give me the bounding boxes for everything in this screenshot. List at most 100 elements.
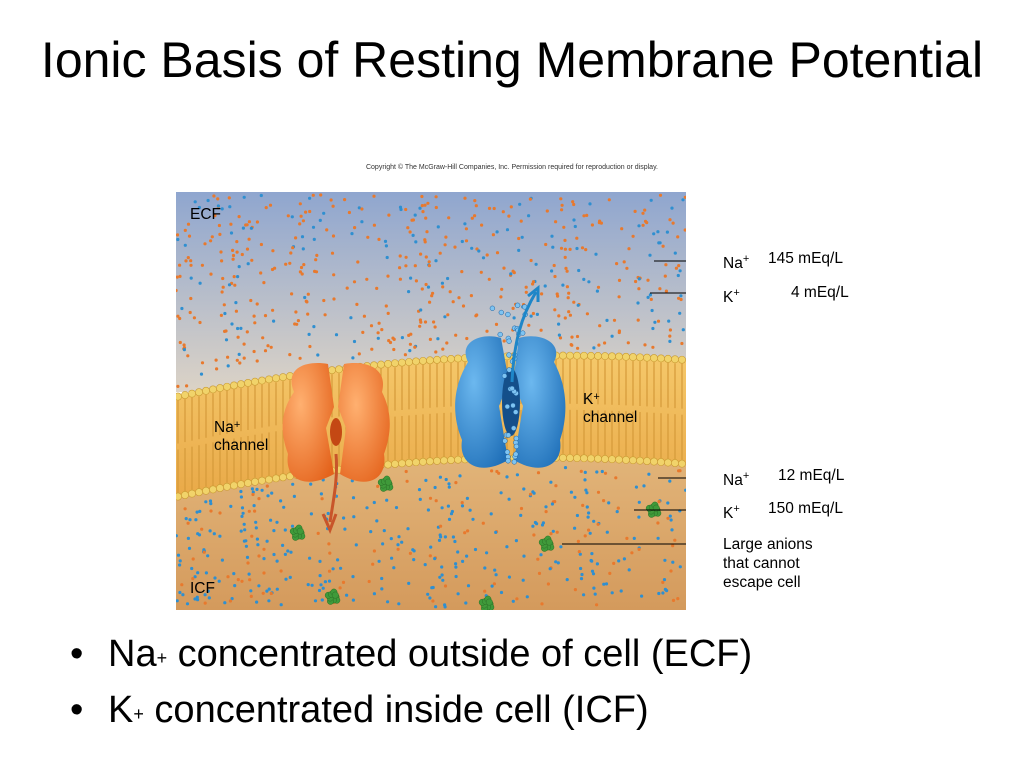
k-ion	[226, 364, 230, 368]
na-ion	[271, 308, 275, 312]
k-ion	[673, 251, 677, 255]
k-ion	[584, 488, 588, 492]
k-ion	[550, 234, 554, 238]
lipid-head	[279, 373, 287, 382]
k-ion	[440, 573, 444, 577]
na-ion	[509, 205, 513, 209]
lipid-head	[419, 356, 427, 365]
na-ion	[430, 294, 434, 298]
k-ion	[648, 253, 652, 257]
k-ion	[267, 599, 271, 603]
k-ion	[272, 552, 276, 557]
na-ion	[536, 557, 540, 561]
k-ion	[284, 577, 288, 581]
na-ion	[423, 240, 427, 244]
na-ion	[341, 580, 346, 584]
k-ion	[569, 490, 573, 494]
na-ion	[396, 547, 400, 551]
na-ion	[666, 516, 670, 520]
lipid-head	[391, 359, 399, 368]
na-ion	[404, 255, 408, 259]
na-ion	[560, 208, 564, 212]
lipid-head	[398, 358, 406, 367]
na-ion	[323, 313, 327, 317]
na-ion	[176, 288, 178, 293]
na-ion	[671, 544, 675, 548]
na-ion	[209, 272, 213, 276]
na-ion	[434, 195, 438, 199]
na-ion	[306, 312, 310, 316]
k-ion	[317, 588, 322, 593]
na-ion	[637, 547, 641, 551]
k-ion	[605, 530, 609, 534]
na-ion	[490, 469, 494, 473]
k-ion	[551, 529, 555, 533]
k-ion	[594, 252, 598, 256]
lipid-head	[426, 457, 434, 466]
k-ion	[520, 330, 526, 336]
k-ion	[588, 202, 592, 206]
k-ion	[176, 534, 178, 538]
lipid-head	[608, 352, 616, 361]
k-ion	[309, 482, 313, 486]
k-ion	[477, 249, 481, 253]
na-ion	[596, 490, 601, 494]
na-ion	[448, 290, 452, 294]
na-ion	[247, 220, 251, 224]
k-ion	[529, 314, 533, 318]
k-ion	[323, 580, 327, 584]
na-ion	[428, 300, 432, 304]
k-ion	[385, 255, 389, 260]
na-ion	[247, 509, 251, 513]
k-ion	[241, 226, 245, 230]
k-ion	[400, 540, 404, 544]
k-ion	[507, 575, 511, 579]
na-ion	[245, 330, 249, 334]
na-ion	[583, 534, 587, 538]
na-ion	[620, 227, 624, 231]
na-ion	[454, 481, 458, 485]
k-ion	[615, 510, 619, 514]
na-ion	[347, 210, 351, 215]
na-ion	[434, 499, 438, 503]
na-ion	[178, 263, 182, 267]
k-ion	[282, 505, 286, 509]
k-ion	[473, 547, 478, 552]
na-ion	[189, 263, 193, 267]
lipid-head	[237, 480, 245, 489]
k-ion	[212, 532, 216, 536]
na-ion	[424, 216, 428, 220]
k-ion	[522, 487, 526, 491]
na-ion	[500, 287, 504, 291]
k-ion	[279, 499, 283, 503]
na-ion	[519, 506, 524, 511]
na-ion	[571, 200, 575, 204]
k-ion	[262, 557, 266, 561]
k-ion	[412, 549, 416, 553]
lipid-head	[195, 388, 203, 397]
lipid-head	[412, 458, 420, 467]
na-ion	[529, 258, 533, 263]
na-ion	[357, 352, 361, 356]
k-ion	[227, 283, 232, 287]
k-ion	[183, 243, 187, 247]
na-ion	[464, 227, 468, 231]
na-ion	[679, 297, 683, 302]
na-ion	[226, 575, 230, 579]
k-ion	[511, 459, 517, 465]
lipid-head	[622, 352, 630, 361]
k-ion	[255, 537, 259, 541]
k-ion	[653, 320, 657, 324]
k-ion	[610, 334, 614, 338]
na-ion	[677, 296, 681, 300]
k-ion	[443, 535, 447, 539]
na-ion	[210, 235, 214, 239]
na-ion	[552, 263, 556, 268]
k-ion	[670, 206, 674, 210]
na-ion	[219, 250, 223, 254]
na-ion	[253, 321, 257, 325]
k-ion	[247, 572, 251, 576]
na-ion	[443, 584, 448, 588]
k-ion	[443, 315, 447, 319]
k-ion	[490, 584, 494, 588]
